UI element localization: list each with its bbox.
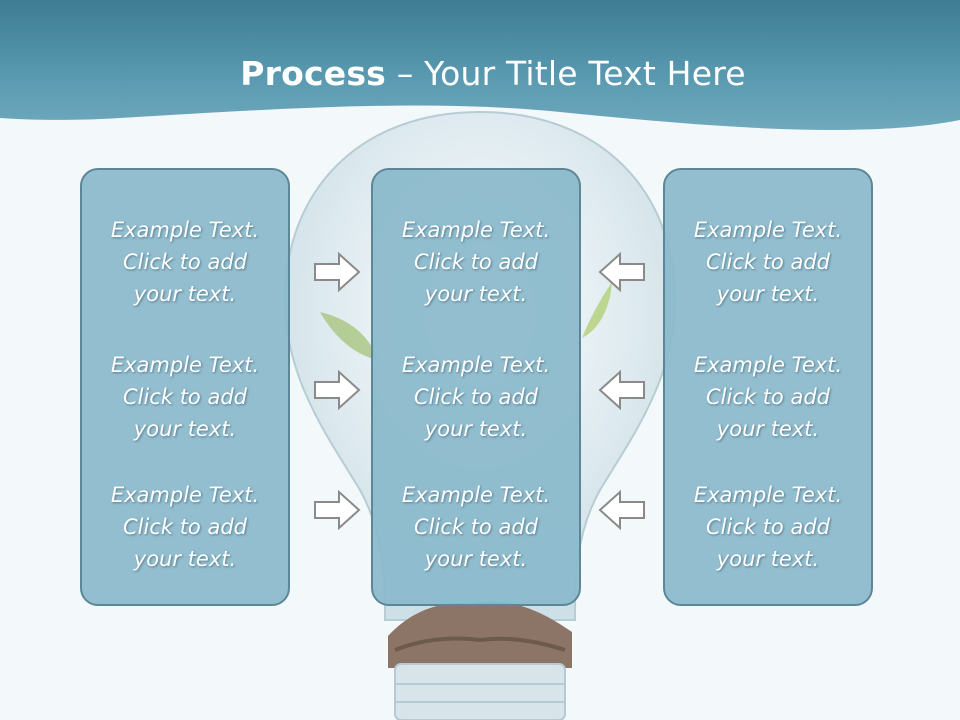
item-line: Example Text. bbox=[693, 353, 843, 377]
item-line: Example Text. bbox=[401, 353, 551, 377]
item-line: Click to add bbox=[705, 385, 830, 409]
item-line: Click to add bbox=[413, 515, 538, 539]
item-line: Click to add bbox=[413, 250, 538, 274]
right-arrow-icon bbox=[314, 251, 361, 293]
left-text-item-1[interactable]: Example Text. Click to add your text. bbox=[82, 214, 288, 310]
left-arrow-icon bbox=[598, 489, 645, 531]
item-line: your text. bbox=[716, 417, 820, 441]
item-line: your text. bbox=[716, 282, 820, 306]
item-line: your text. bbox=[133, 417, 237, 441]
item-line: Click to add bbox=[122, 515, 247, 539]
center-column-box[interactable]: Example Text. Click to add your text. Ex… bbox=[371, 168, 581, 606]
page-title[interactable]: Process – Your Title Text Here bbox=[0, 52, 960, 96]
item-line: your text. bbox=[133, 282, 237, 306]
item-line: Click to add bbox=[705, 515, 830, 539]
header-band bbox=[0, 0, 960, 130]
item-line: Example Text. bbox=[401, 483, 551, 507]
left-arrow-icon bbox=[598, 369, 645, 411]
center-text-item-2[interactable]: Example Text. Click to add your text. bbox=[373, 349, 579, 445]
title-rest: – Your Title Text Here bbox=[386, 54, 746, 93]
item-line: Example Text. bbox=[110, 218, 260, 242]
right-text-item-1[interactable]: Example Text. Click to add your text. bbox=[665, 214, 871, 310]
left-text-item-3[interactable]: Example Text. Click to add your text. bbox=[82, 479, 288, 575]
item-line: Click to add bbox=[122, 385, 247, 409]
item-line: Example Text. bbox=[693, 483, 843, 507]
center-text-item-3[interactable]: Example Text. Click to add your text. bbox=[373, 479, 579, 575]
item-line: Click to add bbox=[705, 250, 830, 274]
item-line: your text. bbox=[716, 547, 820, 571]
right-text-item-2[interactable]: Example Text. Click to add your text. bbox=[665, 349, 871, 445]
item-line: your text. bbox=[424, 547, 528, 571]
right-column-box[interactable]: Example Text. Click to add your text. Ex… bbox=[663, 168, 873, 606]
left-text-item-2[interactable]: Example Text. Click to add your text. bbox=[82, 349, 288, 445]
item-line: Click to add bbox=[122, 250, 247, 274]
item-line: Example Text. bbox=[693, 218, 843, 242]
title-bold: Process bbox=[240, 54, 387, 93]
item-line: your text. bbox=[133, 547, 237, 571]
left-column-box[interactable]: Example Text. Click to add your text. Ex… bbox=[80, 168, 290, 606]
item-line: Example Text. bbox=[110, 353, 260, 377]
item-line: your text. bbox=[424, 282, 528, 306]
right-arrow-icon bbox=[314, 369, 361, 411]
left-arrow-icon bbox=[598, 251, 645, 293]
right-text-item-3[interactable]: Example Text. Click to add your text. bbox=[665, 479, 871, 575]
center-text-item-1[interactable]: Example Text. Click to add your text. bbox=[373, 214, 579, 310]
item-line: Example Text. bbox=[110, 483, 260, 507]
item-line: Example Text. bbox=[401, 218, 551, 242]
right-arrow-icon bbox=[314, 489, 361, 531]
item-line: your text. bbox=[424, 417, 528, 441]
item-line: Click to add bbox=[413, 385, 538, 409]
